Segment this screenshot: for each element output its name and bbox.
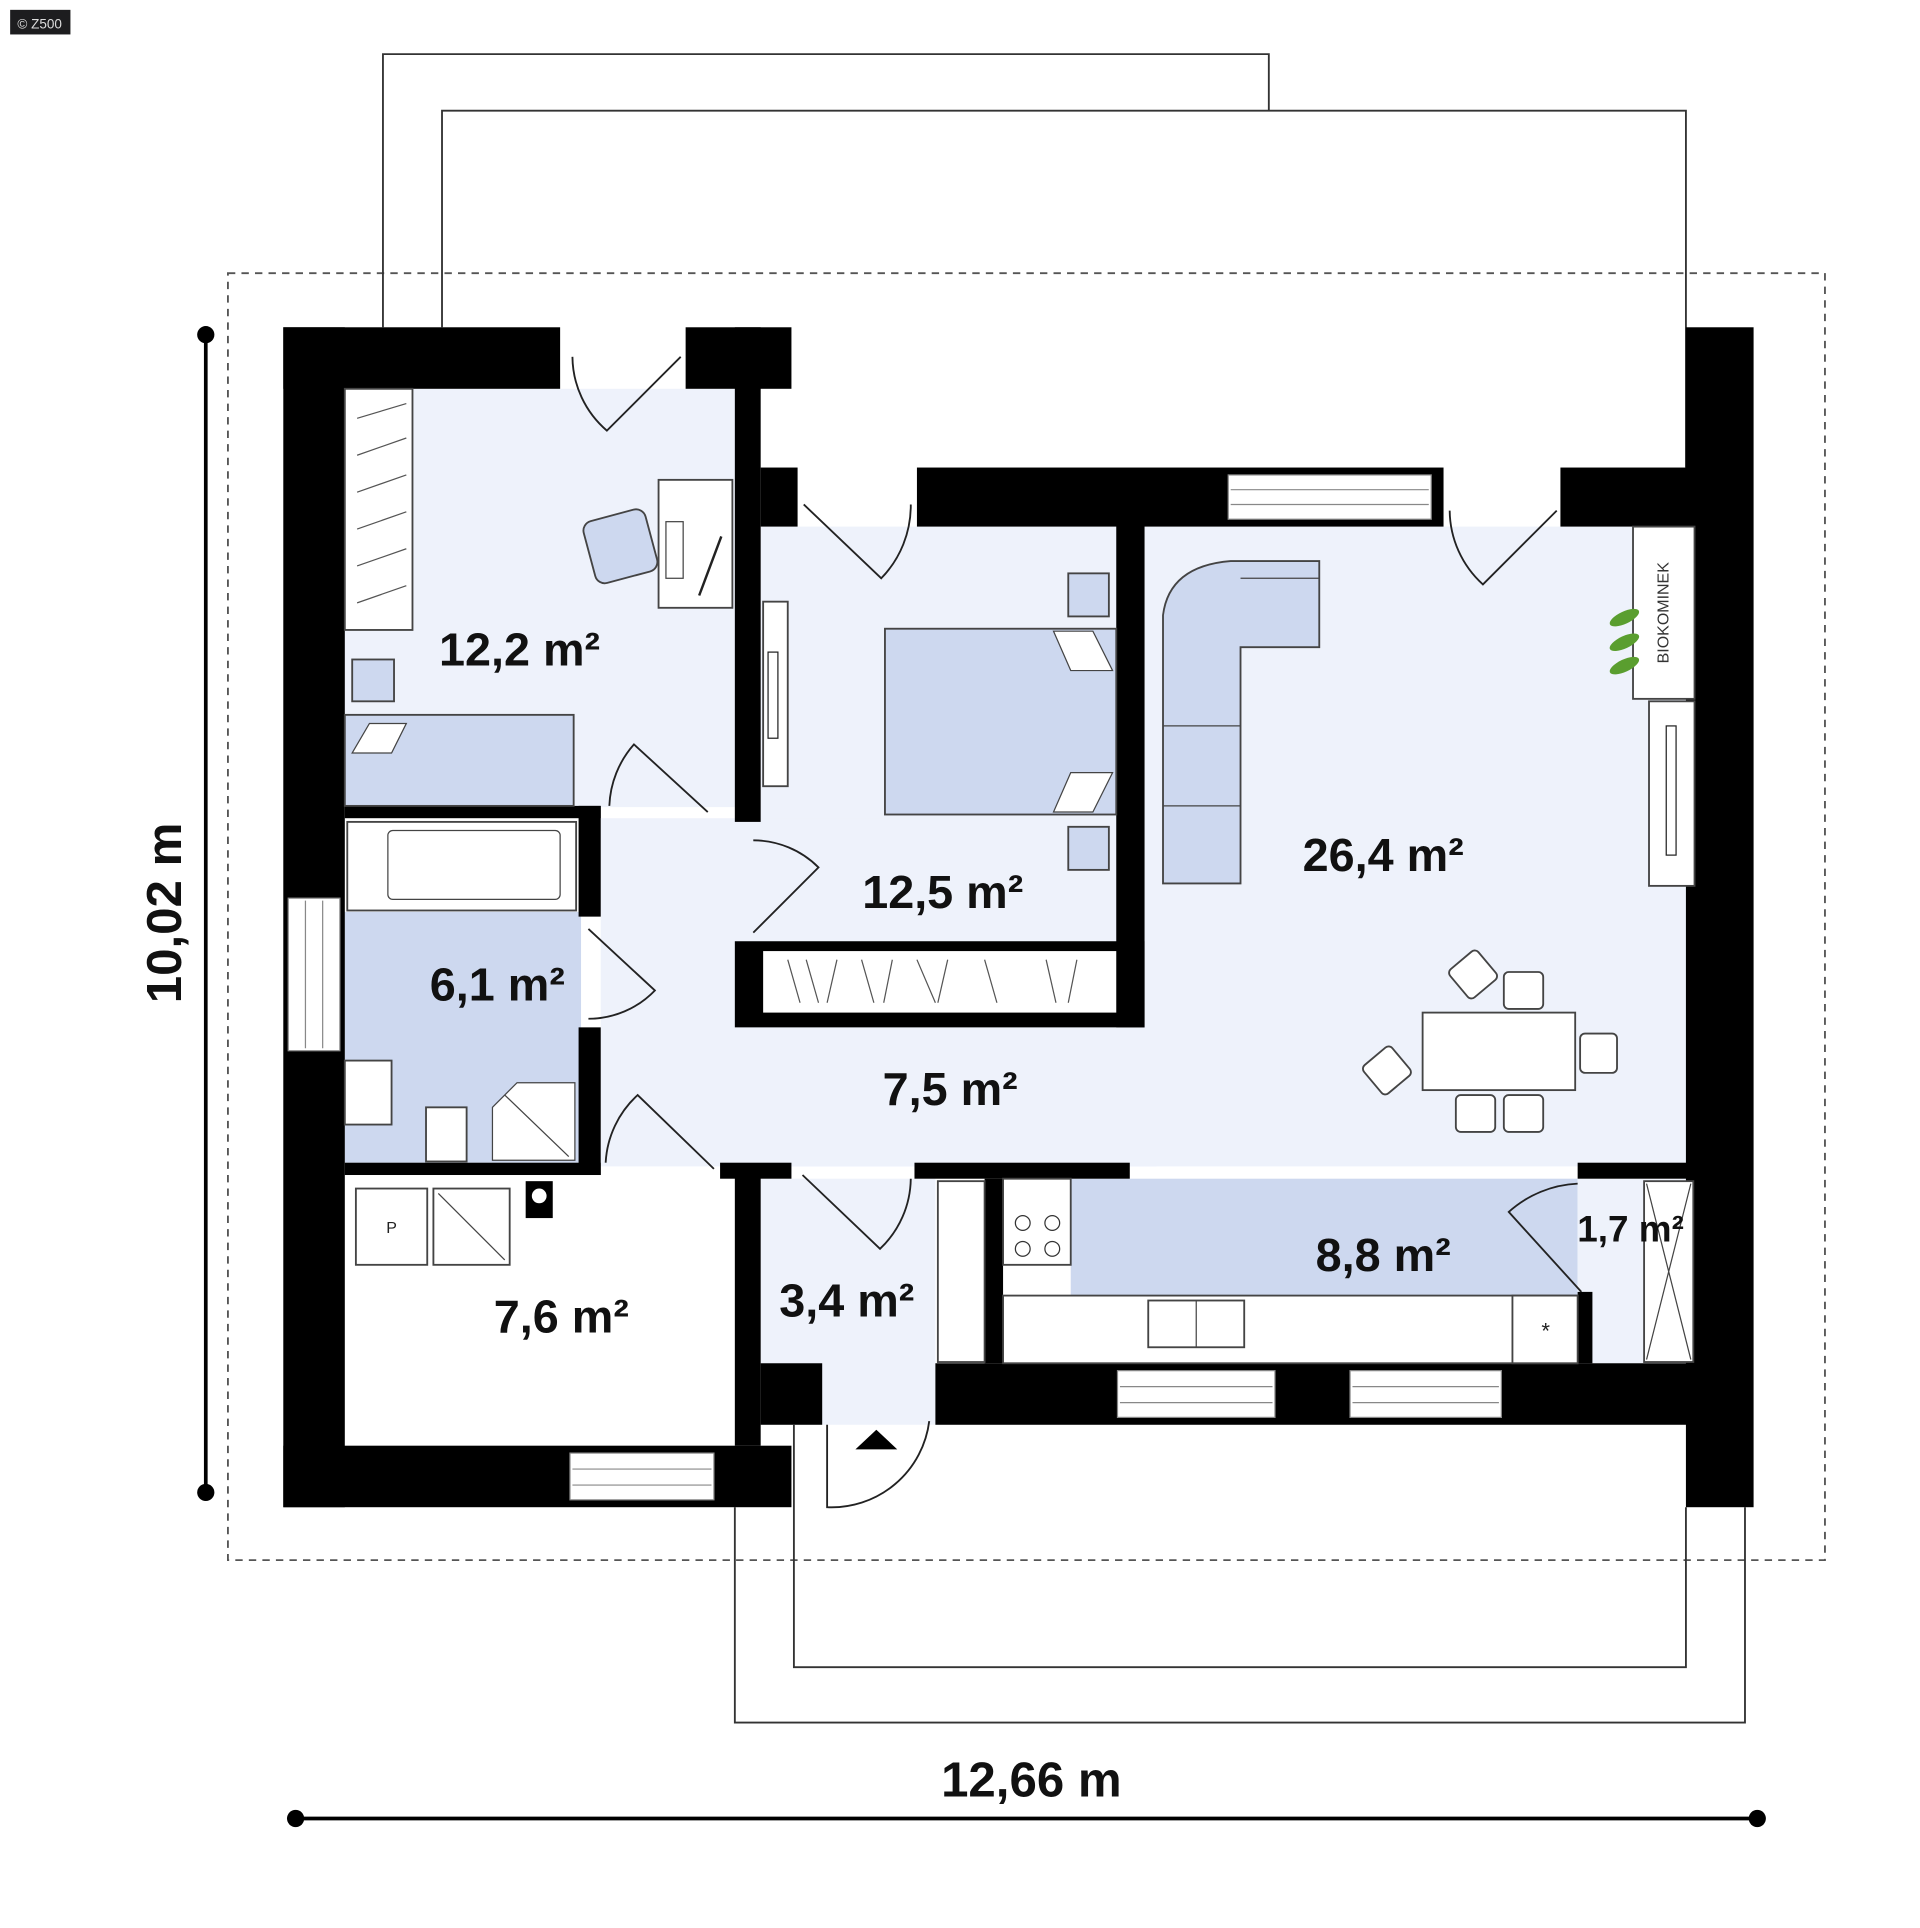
- dimension-horizontal: 12,66 m: [286, 1752, 1766, 1828]
- svg-text:© Z500: © Z500: [17, 16, 62, 31]
- area-label: 6,1 m²: [430, 958, 565, 1010]
- boiler: [354, 1187, 429, 1266]
- sofa: [1162, 560, 1321, 885]
- wardrobe: [343, 387, 414, 631]
- svg-text:*: *: [1541, 1319, 1550, 1344]
- area-label: 3,4 m²: [779, 1275, 914, 1327]
- cooktop: [1002, 1177, 1072, 1266]
- chair: [1502, 971, 1545, 1010]
- terrace-outline-bottom-1: [792, 1424, 1687, 1669]
- chair: [1502, 1094, 1545, 1133]
- chair: [1448, 949, 1498, 1000]
- nightstand: [1067, 572, 1110, 618]
- roof-outline: [227, 272, 1826, 1562]
- doors: [571, 356, 1583, 1509]
- tv-unit: [762, 600, 789, 788]
- area-label: 7,5 m²: [883, 1063, 1018, 1115]
- walls: [283, 327, 1754, 1508]
- biofireplace: [1632, 525, 1696, 700]
- area-label: 12,5 m²: [862, 866, 1023, 918]
- toilet: [425, 1106, 468, 1163]
- terrace-outline-top-1: [382, 53, 1270, 328]
- kitchen-counter: [1002, 1294, 1579, 1365]
- dimension-vertical: 10,02 m: [137, 326, 215, 1502]
- nightstand: [1067, 825, 1110, 871]
- svg-text:P: P: [386, 1220, 397, 1237]
- furniture: P BIOKOMINEK *: [343, 387, 1696, 1365]
- tv-unit: [1648, 700, 1696, 887]
- svg-text:10,02 m: 10,02 m: [137, 823, 192, 1004]
- chair: [1579, 1032, 1618, 1074]
- dining-table: [1421, 1011, 1577, 1092]
- area-label: 1,7 m²: [1577, 1208, 1684, 1249]
- area-label: 26,4 m²: [1303, 829, 1464, 881]
- terrace-outline-top-2: [441, 109, 1687, 468]
- desk: [657, 478, 734, 609]
- closet: [936, 1180, 986, 1363]
- area-label: 8,8 m²: [1316, 1229, 1451, 1281]
- flame-icon: [1609, 608, 1640, 675]
- fridge: [1511, 1294, 1579, 1365]
- chair: [1454, 1094, 1497, 1133]
- entrance-arrow-icon: [855, 1429, 898, 1450]
- chair: [582, 508, 659, 585]
- chair: [1362, 1045, 1412, 1096]
- windows: [287, 474, 1502, 1501]
- area-label: 12,2 m²: [439, 624, 600, 676]
- nightstand: [351, 658, 395, 703]
- svg-text:12,66 m: 12,66 m: [941, 1752, 1122, 1807]
- svg-text:BIOKOMINEK: BIOKOMINEK: [1656, 562, 1673, 664]
- shower: [491, 1082, 576, 1161]
- terrace-outline-bottom-2: [733, 1507, 1746, 1724]
- washbasin: [343, 1059, 393, 1126]
- area-label: 7,6 m²: [494, 1290, 629, 1342]
- watermark: © Z500: [10, 9, 71, 35]
